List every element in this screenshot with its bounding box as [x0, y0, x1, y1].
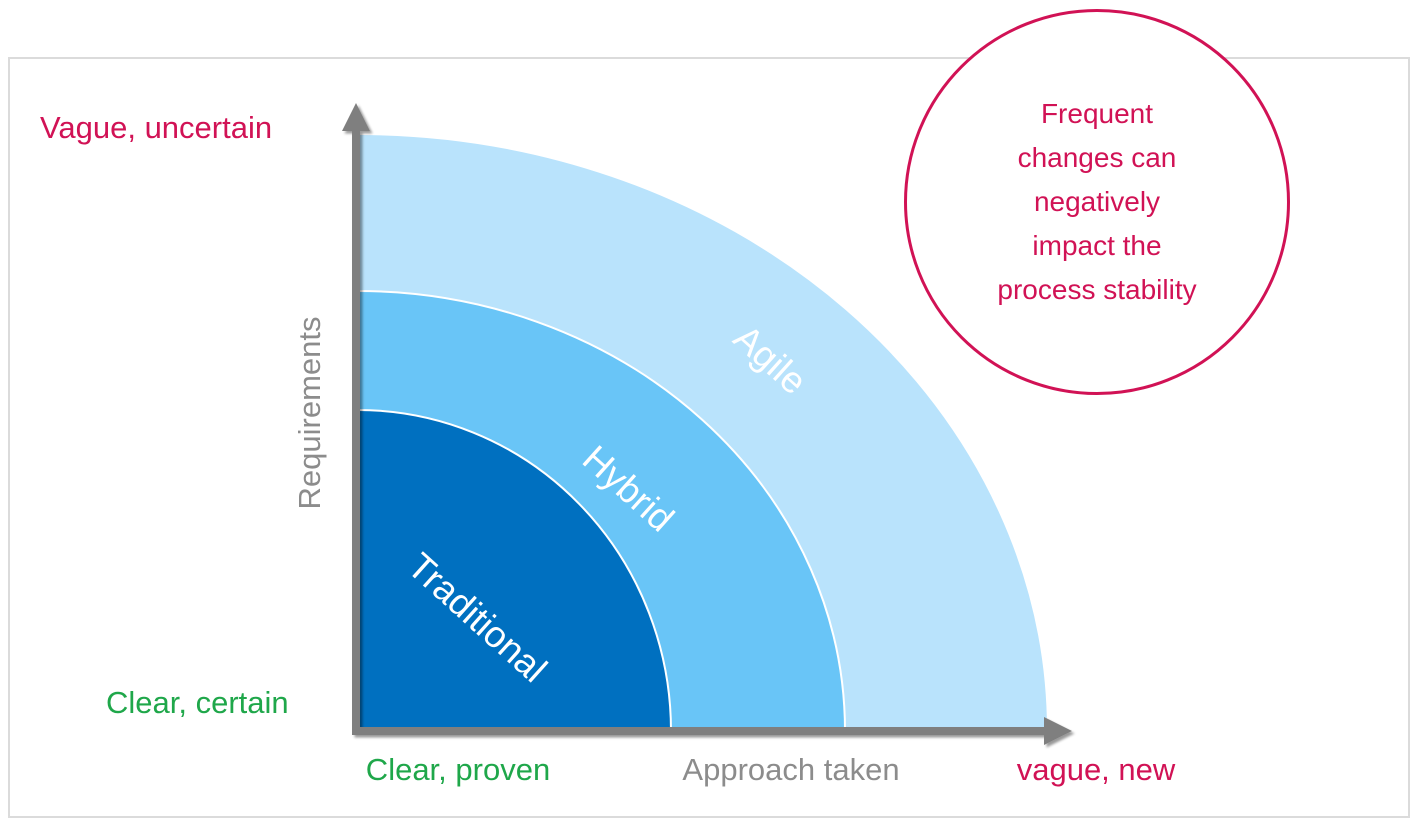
x-axis-arrow: [352, 717, 1072, 745]
axes: [342, 103, 1072, 745]
x-axis-left-label: Clear, proven: [365, 752, 551, 787]
band-traditional-edge: [357, 409, 672, 732]
annotation-circle: Frequent changes can negatively impact t…: [904, 9, 1290, 395]
y-axis-bottom-label: Clear, certain: [106, 685, 289, 720]
band-agile-edge: [357, 133, 1049, 732]
band-traditional: [358, 410, 671, 731]
y-axis-arrow: [342, 103, 370, 735]
x-axis-right-label: vague, new: [1016, 752, 1176, 787]
x-axis-title: Approach taken: [682, 752, 900, 787]
band-hybrid-edge: [357, 290, 846, 732]
annotation-text: Frequent changes can negatively impact t…: [997, 98, 1197, 305]
page-frame: [8, 57, 1410, 818]
y-axis-top-label: Vague, uncertain: [40, 110, 273, 145]
y-axis-title: Requirements: [292, 316, 327, 510]
